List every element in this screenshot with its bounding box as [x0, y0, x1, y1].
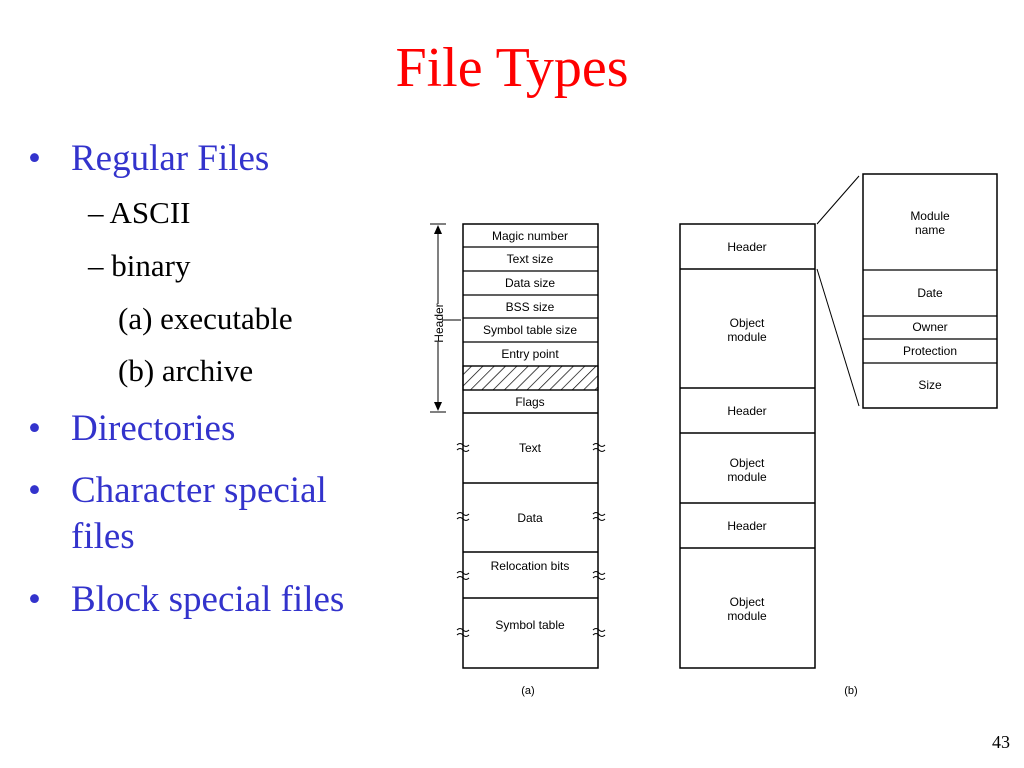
- archive-outline: [679, 223, 816, 669]
- cell-entry-point: Entry point: [501, 347, 559, 361]
- executable-layout-a: Magic number Text size Data size BSS siz…: [430, 223, 606, 697]
- header-span-arrow: Header: [430, 223, 461, 413]
- detail-date: Date: [917, 286, 943, 300]
- detail-size: Size: [918, 378, 942, 392]
- bullet-dot-icon: •: [28, 579, 41, 620]
- hatched-reserved-cell: [462, 365, 599, 391]
- bullet-dot-icon: •: [28, 408, 41, 449]
- bullet-dot-icon: •: [28, 138, 41, 179]
- detail-protection: Protection: [903, 344, 957, 358]
- cell-flags: Flags: [515, 395, 544, 409]
- slide-title: File Types: [395, 37, 629, 99]
- bullet-dot-icon: •: [28, 470, 41, 511]
- sub-bullet-ascii: – ASCII: [88, 195, 191, 230]
- archive-header-2: Header: [727, 404, 766, 418]
- caption-b: (b): [844, 685, 857, 697]
- archive-header-3: Header: [727, 519, 766, 533]
- executable-outline: [462, 223, 599, 669]
- break-marks: [456, 443, 606, 637]
- cell-text-size: Text size: [507, 252, 554, 266]
- cell-symbol-table-size: Symbol table size: [483, 323, 577, 337]
- detail-owner: Owner: [912, 320, 947, 334]
- cell-data-size: Data size: [505, 276, 555, 290]
- cell-text: Text: [519, 441, 542, 455]
- cell-relocation-bits: Relocation bits: [491, 559, 570, 573]
- cell-magic-number: Magic number: [492, 229, 568, 243]
- detail-connector-bottom: [816, 268, 860, 407]
- sub-item-archive: (b) archive: [118, 353, 254, 388]
- archive-header-1: Header: [727, 240, 766, 254]
- page-number: 43: [992, 732, 1010, 752]
- cell-symbol-table: Symbol table: [495, 618, 565, 632]
- cell-data: Data: [517, 511, 543, 525]
- header-detail-outline: [862, 173, 998, 409]
- caption-a: (a): [521, 685, 534, 697]
- sub-bullet-binary: – binary: [88, 248, 191, 283]
- detail-connector-top: [816, 175, 860, 225]
- sub-item-executable: (a) executable: [118, 301, 293, 336]
- cell-bss-size: BSS size: [506, 300, 555, 314]
- header-side-label: Header: [432, 303, 446, 342]
